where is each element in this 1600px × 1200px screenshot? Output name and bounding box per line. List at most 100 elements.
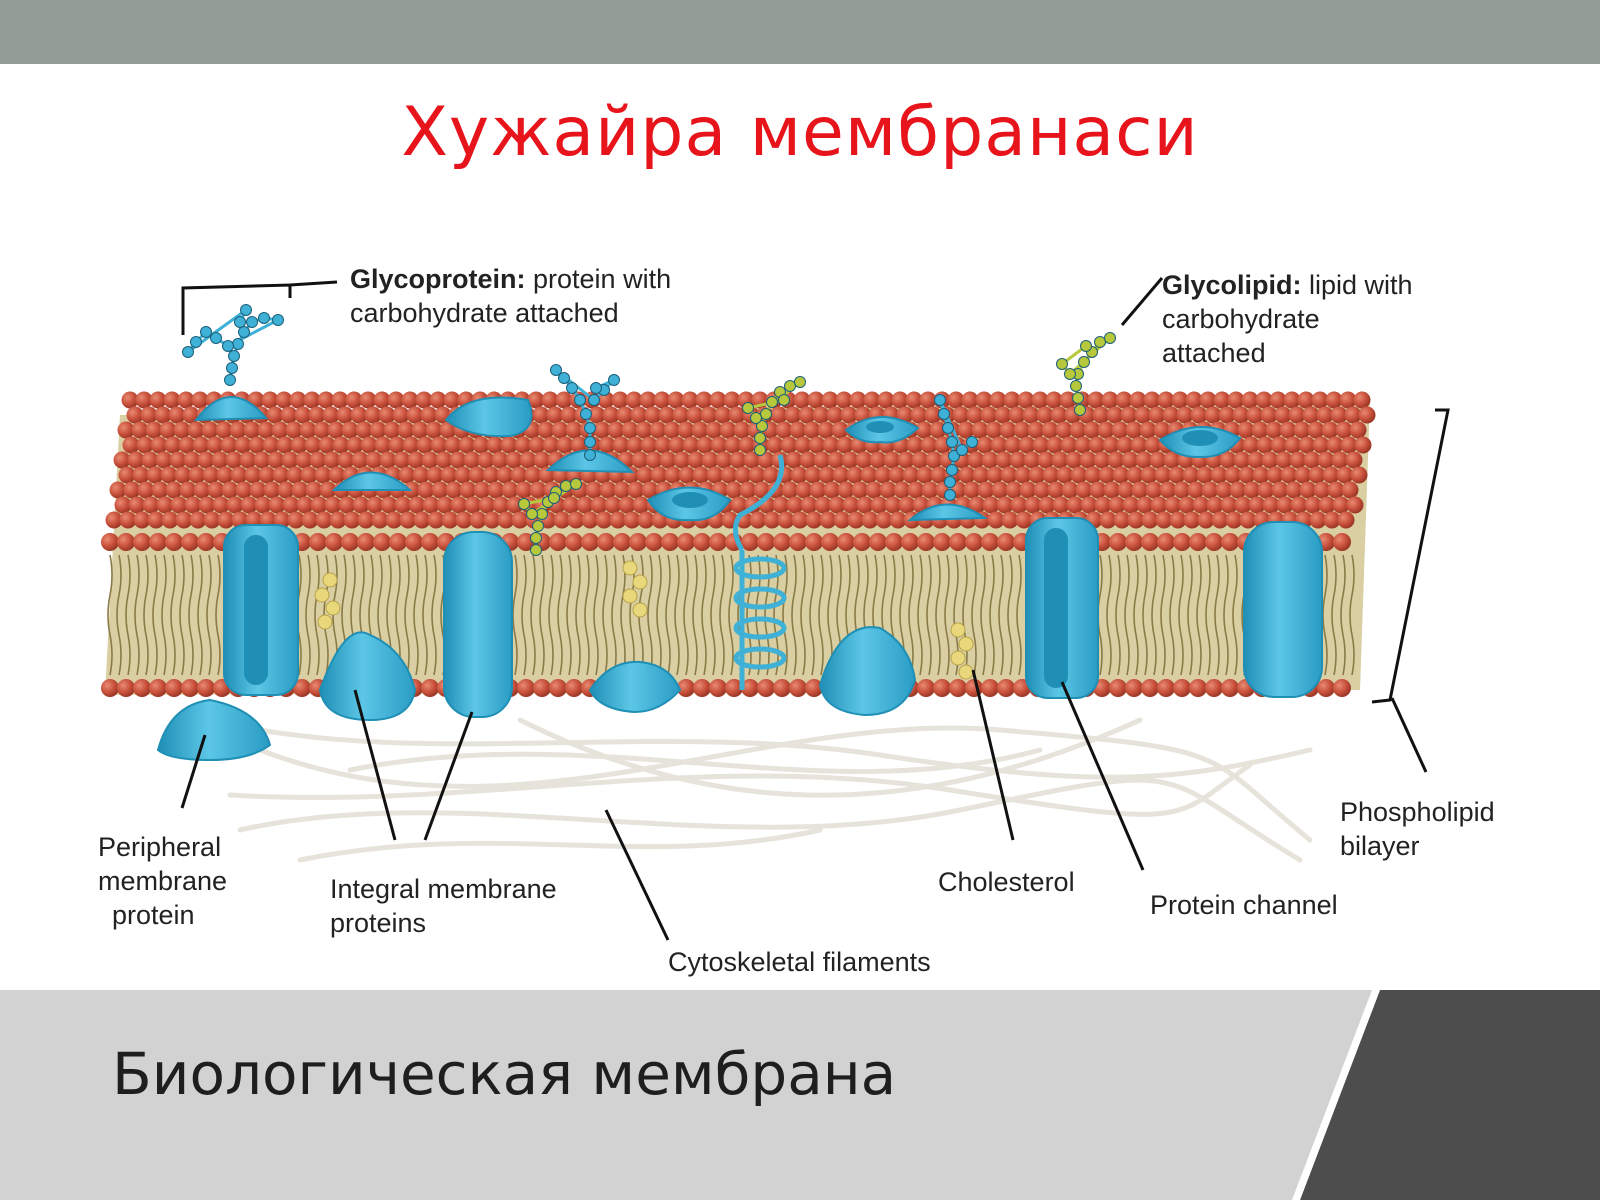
lipid-head	[1087, 391, 1105, 409]
lipid-head	[1162, 406, 1180, 424]
lipid-head	[1107, 451, 1125, 469]
lipid-head	[826, 406, 844, 424]
lipid-head	[1022, 406, 1040, 424]
lipid-head	[1042, 466, 1060, 484]
lipid-head	[831, 421, 849, 439]
lipid-head	[701, 451, 719, 469]
lipid-head	[529, 481, 547, 499]
glycolipid-sugar-unit	[794, 376, 806, 388]
lipid-head	[1252, 466, 1270, 484]
lipid-head	[1083, 421, 1101, 439]
lipid-head	[319, 481, 337, 499]
lipid-head	[1255, 391, 1273, 409]
lipid-head	[1215, 481, 1233, 499]
lipid-head	[907, 481, 925, 499]
lipid-head	[336, 406, 354, 424]
lipid-head	[766, 436, 784, 454]
lipid-head	[1141, 533, 1159, 551]
lipid-head	[343, 511, 361, 529]
lipid-tail	[1124, 554, 1130, 676]
alpha-helix-protein	[733, 454, 787, 690]
lipid-head	[443, 391, 461, 409]
lipid-head	[663, 421, 681, 439]
lipid-head	[1129, 391, 1147, 409]
lipid-head	[1173, 481, 1191, 499]
lipid-tail	[602, 554, 608, 676]
lipid-head	[999, 421, 1017, 439]
glycolipid-sugar-unit	[1070, 380, 1082, 392]
lipid-head	[1148, 406, 1166, 424]
lipid-head	[533, 451, 551, 469]
lipid-head	[842, 496, 860, 514]
lipid-head	[170, 496, 188, 514]
lipid-tail	[782, 554, 788, 676]
glycoprotein-sugar-unit	[228, 350, 240, 362]
glycoprotein-desc-2: carbohydrate attached	[350, 298, 619, 328]
lipid-head	[1143, 391, 1161, 409]
lipid-head	[621, 421, 639, 439]
lipid-head	[981, 451, 999, 469]
lipid-head	[197, 451, 215, 469]
lipid-head	[301, 511, 319, 529]
glycoprotein-sugar-unit	[574, 394, 586, 406]
lipid-head	[1211, 511, 1229, 529]
glycoprotein-sugar-unit	[238, 326, 250, 338]
lipid-head	[1084, 466, 1102, 484]
lipid-head	[581, 511, 599, 529]
glycolipid-sugar-unit	[778, 394, 790, 406]
lipid-head	[263, 481, 281, 499]
lipid-tail	[422, 554, 428, 676]
lipid-head	[975, 391, 993, 409]
lipid-head	[478, 496, 496, 514]
lipid-head	[497, 511, 515, 529]
lipid-head	[1036, 406, 1054, 424]
lipid-head	[431, 481, 449, 499]
lipid-head	[786, 496, 804, 514]
lipid-head	[790, 466, 808, 484]
membrane-proteins	[156, 396, 1323, 762]
lipid-head	[137, 481, 155, 499]
lipid-head	[181, 533, 199, 551]
lipid-head	[182, 406, 200, 424]
lipid-head	[613, 533, 631, 551]
lipid-tail	[1160, 554, 1166, 676]
lipid-head	[165, 481, 183, 499]
glycolipid-sugar-unit	[530, 532, 542, 544]
lipid-head	[189, 511, 207, 529]
lipid-head	[595, 511, 613, 529]
lipid-head	[720, 466, 738, 484]
lipid-head	[677, 421, 695, 439]
peripheral-protein-label: Peripheral membrane protein	[98, 830, 227, 932]
lipid-head	[1197, 511, 1215, 529]
lipid-head	[1266, 466, 1284, 484]
lipid-head	[393, 451, 411, 469]
lipid-head	[1288, 406, 1306, 424]
lipid-head	[686, 406, 704, 424]
lipid-head	[296, 496, 314, 514]
glycolipid-desc-2: carbohydrate	[1162, 304, 1320, 334]
lipid-head	[168, 406, 186, 424]
lipid-tail	[548, 554, 554, 676]
transmembrane-protein	[1243, 521, 1323, 698]
lipid-head	[739, 481, 757, 499]
lipid-head	[835, 391, 853, 409]
lipid-head	[1279, 421, 1297, 439]
lipid-head	[649, 421, 667, 439]
lipid-head	[1289, 451, 1307, 469]
lipid-head	[275, 391, 293, 409]
lipid-head	[789, 421, 807, 439]
lipid-head	[981, 679, 999, 697]
lipid-head	[383, 421, 401, 439]
glycoprotein-sugar-unit	[584, 436, 596, 448]
lipid-head	[341, 421, 359, 439]
lipid-head	[126, 406, 144, 424]
lipid-head	[664, 466, 682, 484]
lipid-head	[385, 511, 403, 529]
lipid-head	[599, 481, 617, 499]
glycoprotein-sugar-unit	[210, 332, 222, 344]
lipid-head	[1227, 391, 1245, 409]
lipid-head	[101, 533, 119, 551]
lipid-head	[1283, 391, 1301, 409]
lipid-head	[140, 406, 158, 424]
glycoprotein-sugar-unit	[580, 408, 592, 420]
